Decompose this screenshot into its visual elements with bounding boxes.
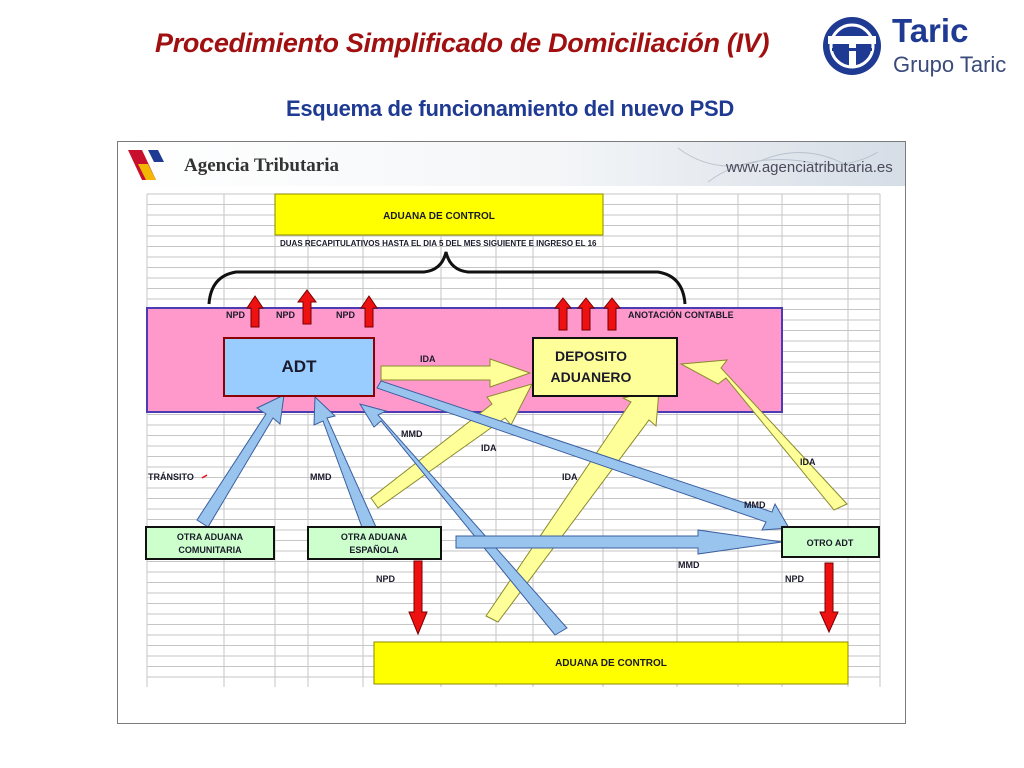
slide-title: Procedimiento Simplificado de Domiciliac… — [155, 28, 770, 58]
grouping-brace — [207, 251, 687, 305]
npd-label-3: NPD — [336, 310, 356, 320]
aduana-control-top-box — [274, 193, 604, 236]
agency-url[interactable]: www.agenciatributaria.es — [725, 159, 893, 176]
otra-aduana-comunitaria-box — [145, 526, 275, 560]
taric-logo: Taric Grupo Taric — [818, 12, 1018, 80]
npd-up-arrow-3 — [360, 295, 378, 328]
npd-label-2: NPD — [276, 310, 296, 320]
transito-label: TRÁNSITO — [148, 472, 194, 482]
transito-arrow — [196, 394, 285, 528]
adt-box — [223, 337, 375, 397]
ida-label-3: IDA — [562, 472, 578, 482]
mmd-label-2: MMD — [310, 472, 332, 482]
duas-note: DUAS RECAPITULATIVOS HASTA EL DIA 5 DEL … — [280, 239, 597, 248]
anotacion-label: ANOTACIÓN CONTABLE — [628, 309, 734, 320]
aduana-control-bottom-label: ADUANA DE CONTROL — [555, 658, 667, 669]
slide-subtitle: Esquema de funcionamiento del nuevo PSD — [286, 96, 734, 121]
otra-espanola-label-1: OTRA ADUANA — [341, 532, 408, 542]
adt-label: ADT — [282, 357, 318, 376]
anotacion-up-arrow-3 — [602, 297, 622, 331]
mmd-arrow-espanola-to-otroadt — [455, 529, 783, 555]
mmd-arrow-adt-to-otroadt — [376, 380, 790, 531]
npd-label-4: NPD — [376, 574, 396, 584]
transito-mark-icon — [201, 474, 208, 479]
ida-label-2: IDA — [481, 443, 497, 453]
otro-adt-label: OTRO ADT — [807, 538, 854, 548]
mmd-label-3: MMD — [744, 500, 766, 510]
deposito-aduanero-box — [532, 337, 678, 397]
deposito-label-1: DEPOSITO — [555, 348, 627, 364]
npd-down-arrow-otroadt — [819, 562, 839, 634]
ida-main-label: IDA — [420, 354, 436, 364]
mmd-arrow-espanola-to-adt — [313, 395, 377, 531]
anotacion-up-arrow-2 — [576, 297, 596, 331]
logo-group: Grupo Taric — [893, 52, 1007, 77]
agency-name: Agencia Tributaria — [184, 155, 339, 176]
npd-up-arrow-2 — [297, 289, 317, 325]
diagram-frame: Agencia Tributaria www.agenciatributaria… — [117, 141, 906, 724]
agency-logo-icon — [128, 150, 164, 180]
npd-label-5: NPD — [785, 574, 805, 584]
aduana-control-bottom-box — [373, 641, 849, 685]
banner-swirl — [677, 147, 879, 183]
mmd-label-1: MMD — [401, 429, 423, 439]
otra-aduana-espanola-box — [307, 526, 442, 560]
otro-adt-box — [781, 526, 880, 558]
logo-brand: Taric — [892, 12, 969, 49]
deposito-label-2: ADUANERO — [551, 369, 632, 385]
agency-banner — [118, 142, 905, 186]
otra-espanola-label-2: ESPAÑOLA — [349, 545, 399, 555]
taric-emblem-icon — [823, 17, 881, 75]
ida-arrow-espanola-to-deposito — [370, 383, 533, 509]
ida-label-4: IDA — [800, 457, 816, 467]
npd-down-arrow-espanola — [408, 560, 428, 636]
psd-diagram: Agencia Tributaria www.agenciatributaria… — [118, 142, 905, 687]
anotacion-up-arrow-1 — [553, 297, 573, 331]
npd-up-arrow-1 — [246, 295, 264, 328]
ida-main-arrow — [380, 358, 532, 388]
otra-comunitaria-label-2: COMUNITARIA — [178, 545, 242, 555]
mmd-arrow-bottom-to-adt — [358, 403, 568, 636]
otra-comunitaria-label-1: OTRA ADUANA — [177, 532, 244, 542]
mmd-label-4: MMD — [678, 560, 700, 570]
ida-arrow-otroadt-to-deposito — [679, 359, 848, 511]
aduana-control-top-label: ADUANA DE CONTROL — [383, 211, 495, 222]
npd-label-1: NPD — [226, 310, 246, 320]
